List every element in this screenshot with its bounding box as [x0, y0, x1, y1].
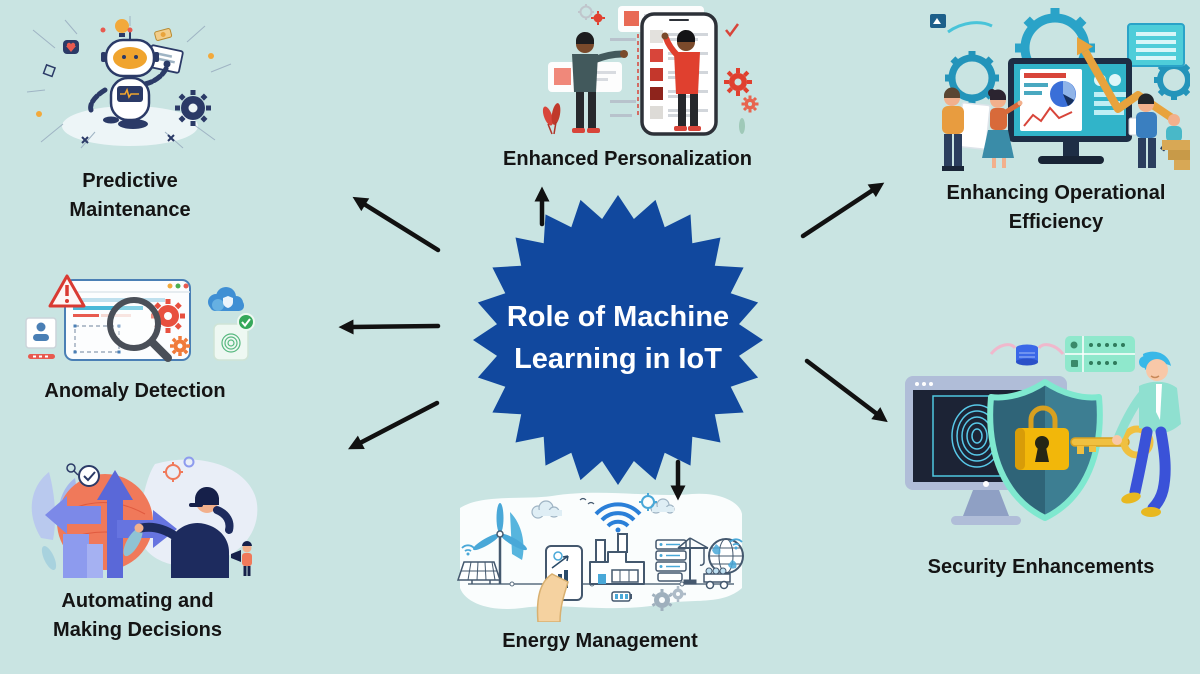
growth-arrow-icon — [1077, 37, 1178, 124]
cloud-icon — [531, 497, 675, 519]
arrow-to-operational-efficiency — [800, 182, 885, 239]
wifi-icon — [729, 538, 743, 550]
x-mark-icon — [81, 134, 175, 144]
wind-turbine-icon — [473, 503, 527, 584]
energy-management-illustration — [456, 492, 744, 622]
left-arrow-icon — [45, 496, 101, 534]
node-predictive-maintenance: Predictive Maintenance — [15, 12, 245, 225]
operational-efficiency-illustration — [930, 8, 1190, 171]
database-icon — [989, 343, 1065, 366]
person-icon — [572, 31, 628, 133]
lock-icon — [1015, 405, 1069, 470]
cloud-shield-icon — [208, 287, 244, 311]
radiating-lines — [26, 16, 232, 149]
person-icon — [982, 89, 1023, 168]
check-circle-icon — [66, 463, 100, 487]
node-label: Automating and Making Decisions — [53, 587, 222, 645]
wifi-icon — [461, 544, 475, 556]
node-anomaly-detection: Anomaly Detection — [10, 272, 260, 406]
gear-outline-icon — [163, 462, 183, 482]
center-title: Role of Machine Learning in IoT — [458, 296, 778, 380]
node-label: Energy Management — [502, 627, 698, 656]
person-icon — [1112, 351, 1181, 517]
robot-icon — [88, 27, 171, 129]
personalization-illustration — [542, 4, 759, 136]
server-stack-icon — [655, 539, 687, 582]
plant-icon — [542, 103, 745, 135]
label-line: Enhancing Operational — [946, 182, 1166, 204]
node-label: Anomaly Detection — [44, 377, 225, 406]
teal-panel-icon — [1127, 23, 1185, 67]
stairs-person-icon — [1160, 114, 1190, 170]
warning-triangle-icon — [48, 274, 86, 308]
crane-icon — [677, 537, 709, 585]
arrow-to-security-enhancements — [804, 358, 888, 423]
label-line: Automating and — [61, 590, 214, 612]
person-icon — [661, 29, 701, 131]
label-line: Maintenance — [69, 199, 191, 221]
label-line: Anomaly Detection — [44, 380, 226, 402]
gear-outline-icon — [578, 4, 594, 20]
money-icon — [154, 28, 173, 41]
label-line: Making Decisions — [53, 619, 222, 641]
password-card-icon — [1065, 336, 1135, 372]
anomaly-detection-illustration — [25, 274, 255, 362]
node-automating-decisions: Automating and Making Decisions — [5, 442, 270, 645]
browser-window-icon — [64, 279, 191, 361]
image-logo-icon — [930, 14, 993, 34]
arrow-to-automating-decisions — [348, 400, 440, 450]
node-label: Enhancing Operational Efficiency — [947, 179, 1166, 237]
heart-badge-icon — [63, 40, 79, 54]
id-card-icon — [25, 317, 57, 359]
gear-icon — [175, 90, 211, 126]
robot-maintenance-illustration — [26, 16, 232, 149]
decision-arrows-illustration — [31, 456, 258, 578]
node-label: Enhanced Personalization — [503, 145, 752, 174]
label-line: Security Enhancements — [927, 556, 1155, 578]
gear-icon — [724, 68, 759, 113]
check-icon — [725, 23, 740, 38]
arrow-to-predictive-maintenance — [352, 196, 441, 253]
node-enhanced-personalization: Enhanced Personalization — [490, 4, 765, 174]
teal-leaf-icon — [123, 527, 143, 557]
lightbulb-icon — [115, 19, 129, 37]
node-energy-management: Energy Management — [452, 484, 748, 656]
factory-icon — [589, 533, 645, 585]
label-line: Energy Management — [502, 630, 698, 652]
person-icon — [942, 87, 991, 171]
cart-icon — [703, 567, 731, 590]
label-line: Efficiency — [1008, 211, 1104, 233]
gears-icon — [651, 586, 686, 611]
label-line: Predictive — [82, 170, 178, 192]
red-gear-icon — [591, 11, 605, 25]
monitor-dashboard-icon — [1008, 58, 1132, 164]
center-title-line: Role of Machine — [506, 301, 730, 333]
battery-icon — [611, 591, 632, 602]
small-person-icon — [231, 541, 252, 576]
square-icon — [42, 63, 57, 78]
leaf-icon — [31, 472, 56, 540]
security-illustration — [905, 336, 1181, 525]
teal-leaf-icon — [41, 546, 57, 570]
gear-icon — [151, 299, 190, 356]
label-line: Enhanced Personalization — [503, 148, 752, 170]
up-arrow-icon — [97, 470, 133, 578]
gear-outline-icon — [639, 493, 657, 511]
solar-panel-icon — [456, 561, 502, 584]
wifi-icon — [594, 502, 642, 533]
node-label: Security Enhancements — [928, 553, 1155, 582]
building-icon — [63, 534, 89, 578]
node-operational-efficiency: Enhancing Operational Efficiency — [922, 8, 1190, 237]
center-title-line: Learning in IoT — [514, 343, 722, 375]
node-security-enhancements: Security Enhancements — [895, 332, 1187, 582]
building-icon — [87, 544, 103, 578]
person-icon — [1128, 93, 1157, 168]
person-icon — [134, 486, 234, 578]
fingerprint-check-icon — [213, 313, 255, 361]
arrow-to-anomaly-detection — [338, 319, 441, 335]
node-label: Predictive Maintenance — [69, 167, 190, 225]
hand-phone-icon — [536, 545, 583, 622]
magnifier-icon — [107, 297, 172, 362]
